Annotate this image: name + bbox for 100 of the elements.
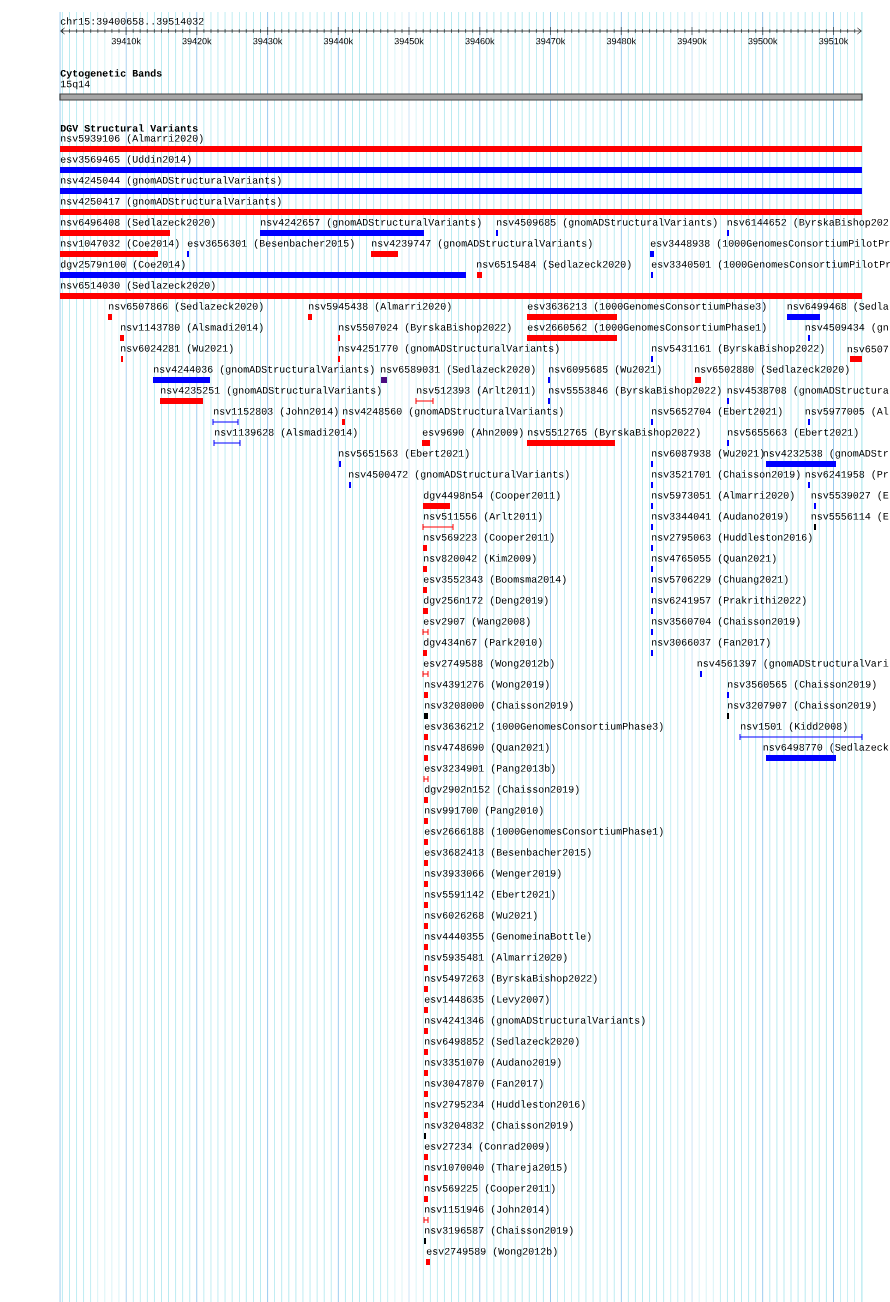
node-label: nsv4251770 (gnomADStructuralVariants) <box>339 344 559 354</box>
node-label: nsv6507866 (Sedlazeck2020) <box>109 302 263 312</box>
node-label: 15q14 <box>60 80 90 90</box>
variant-feature: nsv6498852 (Sedlazeck2020) <box>424 1037 579 1055</box>
node-label: nsv3351070 (Audano2019) <box>425 1058 561 1068</box>
tick-label: 39510k <box>819 37 849 45</box>
node-label: nsv6024281 (Wu2021) <box>121 344 233 354</box>
variant-feature: dgv256n172 (Deng2019) <box>423 596 548 614</box>
variant-feature: nsv6024281 (Wu2021) <box>121 344 233 362</box>
variant-feature: nsv6496408 (Sedlazeck2020) <box>60 218 215 236</box>
node-label: nsv5591142 (Ebert2021) <box>425 890 555 900</box>
variant-feature: nsv5556114 (E <box>811 512 889 530</box>
node-label: nsv4509685 (gnomADStructuralVariants) <box>497 218 717 228</box>
node-label: nsv5431161 (ByrskaBishop2022) <box>652 344 824 354</box>
node-label: esv2660562 (1000GenomesConsortiumPhase1) <box>527 323 766 333</box>
variant-feature: nsv1143780 (Alsmadi2014) <box>120 323 263 341</box>
variant-feature: nsv5431161 (ByrskaBishop2022) <box>651 344 824 362</box>
variant-feature: nsv5652704 (Ebert2021) <box>651 407 782 425</box>
variant-feature: nsv4250417 (gnomADStructuralVariants) <box>60 197 862 215</box>
variant-feature: nsv512393 (Arlt2011) <box>415 386 535 405</box>
track-heading: Cytogenetic Bands <box>60 69 162 79</box>
node-label: nsv6241957 (Prakrithi2022) <box>652 596 806 606</box>
variant-feature: nsv3047870 (Fan2017) <box>424 1079 543 1097</box>
node-label: esv27234 (Conrad2009) <box>424 1142 549 1152</box>
variant-feature: esv27234 (Conrad2009) <box>424 1142 549 1160</box>
node-label: nsv6496408 (Sedlazeck2020) <box>61 218 215 228</box>
track-heading: DGV Structural Variants <box>60 124 198 132</box>
variant-feature: nsv2795234 (Huddleston2016) <box>424 1100 585 1118</box>
node-label: esv3552343 (Boomsma2014) <box>423 575 566 585</box>
variant-feature: esv3552343 (Boomsma2014) <box>423 575 566 593</box>
node-label: dgv434n67 (Park2010) <box>423 638 542 648</box>
node-label: nsv6507 <box>847 345 889 353</box>
node-label: nsv6498852 (Sedlazeck2020) <box>425 1037 579 1047</box>
node-label: nsv5706229 (Chuang2021) <box>652 575 788 585</box>
variant-feature: nsv5977005 (Al <box>805 407 889 425</box>
variant-feature: nsv3351070 (Audano2019) <box>424 1058 561 1076</box>
variant-feature: esv2660562 (1000GenomesConsortiumPhase1) <box>527 323 766 341</box>
node-label: nsv5507024 (ByrskaBishop2022) <box>339 323 511 333</box>
node-label: nsv6087938 (Wu2021) <box>652 449 764 459</box>
node-label: nsv1047032 (Coe2014) <box>61 239 179 249</box>
variant-feature: nsv5973051 (Almarri2020) <box>651 491 794 509</box>
node-label: nsv4248560 (gnomADStructuralVariants) <box>343 407 563 417</box>
variant-feature: nsv5935481 (Almarri2020) <box>424 953 567 971</box>
node-label: nsv4242657 (gnomADStructuralVariants) <box>261 218 481 228</box>
variant-feature: nsv3196587 (Chaisson2019) <box>424 1226 573 1244</box>
variant-feature: nsv5655663 (Ebert2021) <box>727 428 858 446</box>
node-label: nsv4241346 (gnomADStructuralVariants) <box>425 1016 645 1026</box>
node-label: nsv6502880 (Sedlazeck2020) <box>695 365 849 375</box>
variant-feature: nsv3560565 (Chaisson2019) <box>727 680 876 698</box>
variant-feature: nsv4748690 (Quan2021) <box>424 743 549 761</box>
variant-feature: nsv1070040 (Thareja2015) <box>424 1163 567 1181</box>
node-label: nsv4235251 (gnomADStructuralVariants) <box>161 386 381 396</box>
tick-label: 39500k <box>748 37 778 45</box>
node-label: nsv5556114 (E <box>811 512 889 522</box>
variant-feature: nsv991700 (Pang2010) <box>424 806 543 824</box>
node-label: nsv4765055 (Quan2021) <box>652 554 776 564</box>
variant-feature: esv2749588 (Wong2012b) <box>422 659 554 678</box>
node-label: nsv6515484 (Sedlazeck2020) <box>477 260 631 270</box>
node-label: nsv3560704 (Chaisson2019) <box>652 617 800 627</box>
node-label: nsv3344041 (Audano2019) <box>652 512 788 522</box>
node-label: nsv6589031 (Sedlazeck2020) <box>381 365 535 375</box>
node-label: nsv3196587 (Chaisson2019) <box>425 1226 573 1236</box>
node-label: nsv4538708 (gnomADStructura <box>727 386 889 396</box>
variant-feature: nsv6498770 (Sedlazeck <box>763 743 889 761</box>
variant-feature: nsv3344041 (Audano2019) <box>651 512 788 530</box>
node-label: nsv2795063 (Huddleston2016) <box>652 533 812 543</box>
variant-feature: nsv4440355 (GenomeinaBottle) <box>424 932 591 950</box>
node-label: nsv3208000 (Chaisson2019) <box>425 701 573 711</box>
node-label: nsv6241958 (Pr <box>805 470 888 480</box>
tick-label: 39420k <box>182 37 212 45</box>
variant-feature: nsv3933066 (Wenger2019) <box>424 869 561 887</box>
variant-feature: nsv5497263 (ByrskaBishop2022) <box>424 974 597 992</box>
variant-feature: nsv5945438 (Almarri2020) <box>308 302 451 320</box>
variant-feature: nsv4500472 (gnomADStructuralVariants) <box>349 470 569 488</box>
node-label: nsv4250417 (gnomADStructuralVariants) <box>61 197 281 207</box>
variant-feature: nsv3207907 (Chaisson2019) <box>727 701 876 719</box>
variant-feature: dgv2579n100 (Coe2014) <box>60 260 466 278</box>
variant-feature: nsv569223 (Cooper2011) <box>423 533 554 551</box>
variant-feature: esv2666188 (1000GenomesConsortiumPhase1) <box>424 827 663 845</box>
variant-feature: nsv6515484 (Sedlazeck2020) <box>477 260 631 278</box>
node-label: nsv3204832 (Chaisson2019) <box>425 1121 573 1131</box>
node-label: esv3448938 (1000GenomesConsortiumPilotPr <box>650 239 890 249</box>
variant-feature: nsv1151946 (John2014) <box>423 1205 549 1224</box>
node-label: nsv6514030 (Sedlazeck2020) <box>61 281 215 291</box>
node-label: nsv4244036 (gnomADStructuralVariants) <box>154 365 374 375</box>
node-label: nsv6026268 (Wu2021) <box>425 911 537 921</box>
variant-feature: esv3234901 (Pang2013b) <box>423 764 555 783</box>
variant-feature: esv3448938 (1000GenomesConsortiumPilotPr <box>650 239 890 257</box>
node-label: esv1448635 (Levy2007) <box>424 995 549 1005</box>
variant-feature: nsv3560704 (Chaisson2019) <box>651 617 800 635</box>
node-label: nsv5977005 (Al <box>805 407 889 417</box>
variant-feature: nsv4245044 (gnomADStructuralVariants) <box>60 176 862 194</box>
variant-feature: nsv6026268 (Wu2021) <box>424 911 537 929</box>
tick-label: 39460k <box>465 37 495 45</box>
variant-feature: nsv5553846 (ByrskaBishop2022) <box>548 386 721 404</box>
variant-feature: esv3340501 (1000GenomesConsortiumPilotPr <box>651 260 890 278</box>
node-label: nsv6095685 (Wu2021) <box>549 365 661 375</box>
node-label: esv3636212 (1000GenomesConsortiumPhase3) <box>424 722 663 732</box>
node-label: esv9690 (Ahn2009) <box>422 428 523 438</box>
variant-feature: nsv4509434 (gn <box>805 323 888 341</box>
